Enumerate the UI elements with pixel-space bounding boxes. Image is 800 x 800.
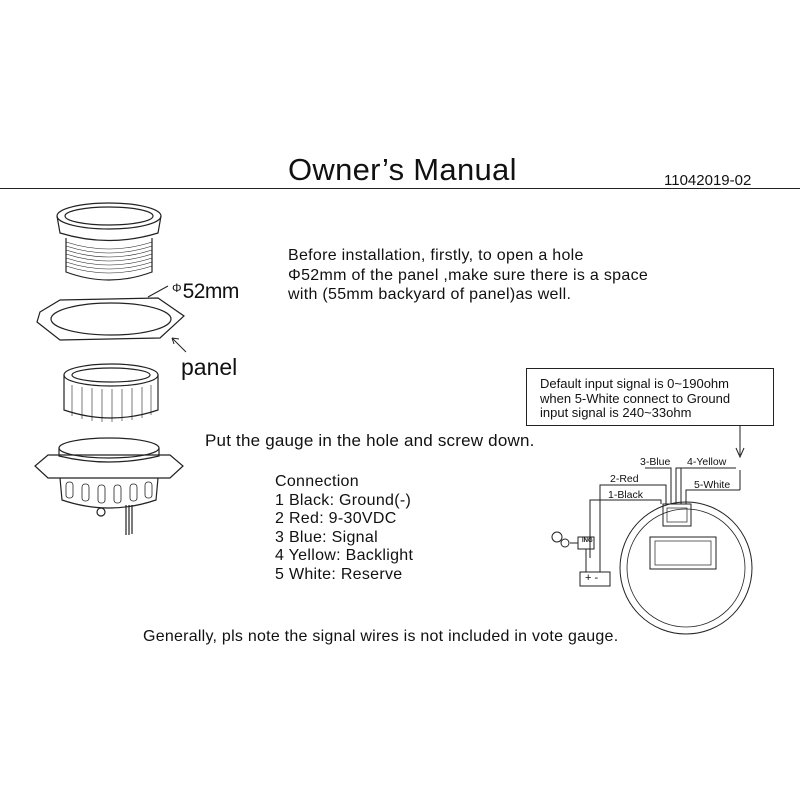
- install-line-2: Φ52mm of the panel ,make sure there is a…: [288, 266, 649, 284]
- connection-list: Connection 1 Black: Ground(-) 2 Red: 9-3…: [275, 473, 413, 585]
- connection-heading: Connection: [275, 473, 359, 490]
- wire-label-blue: 3-Blue: [640, 456, 671, 468]
- wire-label-black: 1-Black: [608, 489, 644, 501]
- page-title: Owner’s Manual: [288, 152, 517, 187]
- mounting-nut-drawing: [63, 363, 159, 422]
- connection-item-red: 2 Red: 9-30VDC: [275, 510, 397, 528]
- connection-item-blue: 3 Blue: Signal: [275, 528, 378, 546]
- battery-label: + -: [585, 572, 599, 584]
- connection-item-white: 5 White: Reserve: [275, 565, 403, 583]
- install-line-1: Before installation, firstly, to open a …: [288, 247, 584, 264]
- signal-note-line-2: when 5-White connect to Ground: [540, 390, 731, 406]
- panel-label: panel: [181, 354, 238, 380]
- signal-note-line-1: Default input signal is 0~190ohm: [540, 376, 729, 391]
- wire-label-red: 2-Red: [610, 473, 639, 485]
- connection-item-yellow: 4 Yellow: Backlight: [275, 547, 414, 565]
- document-number: 11042019-02: [664, 172, 752, 189]
- mounting-step: Put the gauge in the hole and screw down…: [205, 431, 535, 450]
- signal-note-line-3: input signal is 240~33ohm: [540, 405, 692, 420]
- ignition-label: ING: [582, 538, 593, 544]
- hole-diameter-value: 52mm: [182, 280, 240, 303]
- header-divider: [0, 188, 800, 189]
- footer-note: Generally, pls note the signal wires is …: [143, 628, 619, 645]
- gauge-bezel-drawing: [56, 202, 162, 281]
- panel-gasket-drawing: [36, 297, 185, 341]
- install-instructions: Before installation, firstly, to open a …: [288, 246, 648, 305]
- install-line-3: with (55mm backyard of panel)as well.: [288, 286, 572, 303]
- gauge-body-drawing: [34, 437, 184, 535]
- signal-note-box: Default input signal is 0~190ohm when 5-…: [526, 368, 774, 426]
- hole-diameter-label: Φ52mm: [172, 278, 239, 304]
- phi-symbol: Φ: [172, 281, 182, 295]
- wire-label-yellow: 4-Yellow: [687, 456, 727, 468]
- wire-label-white: 5-White: [694, 479, 731, 491]
- connection-item-black: 1 Black: Ground(-): [275, 491, 412, 509]
